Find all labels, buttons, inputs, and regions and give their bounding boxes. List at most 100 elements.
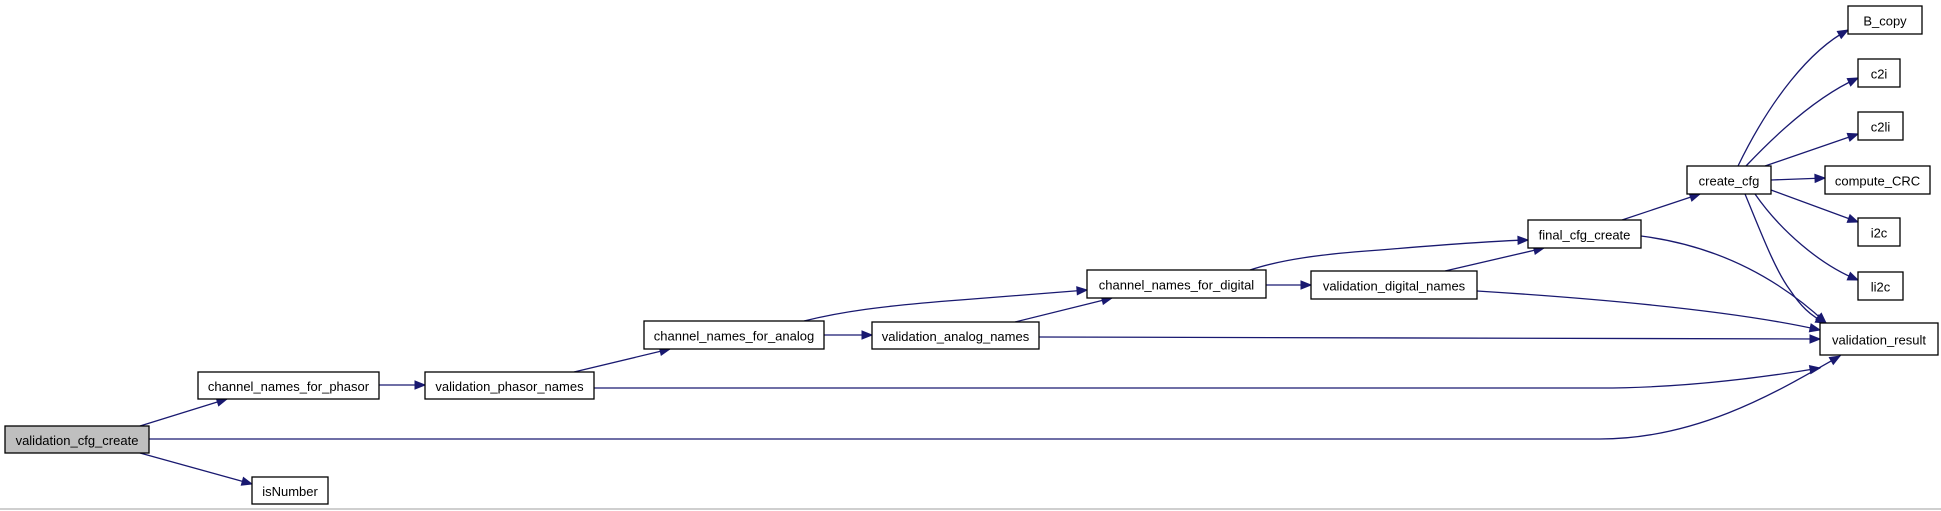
edge-line	[149, 355, 1841, 440]
node-box	[1086, 269, 1267, 299]
edge-arrowhead	[1300, 280, 1313, 290]
node-box	[424, 371, 595, 400]
edge-channel_names_for_phasor-to-validation_phasor_names	[379, 380, 427, 390]
edge-create_cfg-to-i2c	[1770, 189, 1860, 223]
edge-line	[1640, 235, 1827, 324]
node-label: validation_phasor_names	[435, 379, 584, 394]
edge-arrowhead	[1846, 271, 1860, 281]
node-label: B_copy	[1863, 14, 1907, 29]
node-i2c[interactable]: i2c	[1857, 217, 1901, 247]
edge-line	[1744, 193, 1827, 324]
node-channel_names_for_digital[interactable]: channel_names_for_digital	[1086, 269, 1267, 299]
node-isNumber[interactable]: isNumber	[251, 476, 329, 505]
node-label: validation_result	[1832, 333, 1926, 348]
edge-final_cfg_create-to-validation_result	[1640, 235, 1827, 324]
edge-line	[1737, 29, 1849, 167]
node-label: c2li	[1871, 120, 1891, 135]
node-label: channel_names_for_phasor	[208, 379, 370, 394]
edge-arrowhead	[1076, 286, 1089, 296]
node-box	[251, 476, 329, 505]
edge-channel_names_for_analog-to-channel_names_for_digital	[803, 286, 1089, 322]
node-box	[1819, 322, 1939, 356]
node-B_copy[interactable]: B_copy	[1847, 5, 1923, 35]
node-box	[1847, 5, 1923, 35]
node-box	[1686, 165, 1772, 195]
node-label: isNumber	[262, 484, 318, 499]
edge-line	[803, 289, 1088, 322]
node-validation_cfg_create[interactable]: validation_cfg_create	[4, 425, 150, 454]
node-c2li[interactable]: c2li	[1857, 111, 1904, 141]
node-box	[1857, 111, 1904, 141]
node-box	[1857, 271, 1904, 301]
edge-arrowhead	[861, 330, 874, 340]
edge-line	[1444, 247, 1545, 272]
edge-validation_cfg_create-to-isNumber	[139, 452, 254, 486]
node-box	[4, 425, 150, 454]
edge-arrowhead	[1808, 365, 1822, 375]
edge-channel_names_for_analog-to-validation_analog_names	[824, 330, 874, 340]
edge-create_cfg-to-validation_result	[1744, 193, 1828, 324]
bottom-divider	[0, 508, 1941, 510]
edge-arrowhead	[1828, 355, 1842, 366]
node-compute_CRC[interactable]: compute_CRC	[1824, 165, 1931, 195]
edge-line	[573, 348, 671, 373]
edge-validation_analog_names-to-channel_names_for_digital	[1014, 295, 1114, 323]
edge-validation_phasor_names-to-validation_result	[594, 365, 1822, 389]
node-label: channel_names_for_digital	[1099, 278, 1254, 293]
edge-validation_cfg_create-to-validation_result	[149, 355, 1842, 440]
edges-layer	[139, 29, 1860, 486]
edge-line	[1764, 133, 1859, 167]
edge-line	[1754, 193, 1859, 281]
node-label: final_cfg_create	[1539, 228, 1631, 243]
edge-create_cfg-to-li2c	[1754, 193, 1860, 281]
edge-validation_digital_names-to-final_cfg_create	[1444, 245, 1546, 272]
edge-arrowhead	[414, 380, 427, 390]
node-create_cfg[interactable]: create_cfg	[1686, 165, 1772, 195]
edge-arrowhead	[1517, 235, 1530, 246]
node-validation_phasor_names[interactable]: validation_phasor_names	[424, 371, 595, 400]
edge-line	[1621, 193, 1701, 221]
edge-arrowhead	[1846, 77, 1860, 87]
node-box	[1824, 165, 1931, 195]
edge-final_cfg_create-to-create_cfg	[1621, 192, 1702, 221]
node-box	[1527, 219, 1642, 249]
node-label: i2c	[1871, 226, 1888, 241]
node-validation_digital_names[interactable]: validation_digital_names	[1310, 270, 1478, 300]
node-label: c2i	[1871, 67, 1888, 82]
edge-arrowhead	[1846, 132, 1860, 142]
node-validation_result[interactable]: validation_result	[1819, 322, 1939, 356]
edge-line	[1014, 297, 1113, 323]
edge-line	[594, 367, 1821, 389]
node-box	[643, 320, 825, 350]
edge-validation_analog_names-to-validation_result	[1038, 334, 1822, 344]
node-validation_analog_names[interactable]: validation_analog_names	[871, 321, 1040, 350]
edge-validation_digital_names-to-validation_result	[1476, 290, 1822, 333]
node-label: channel_names_for_analog	[654, 329, 814, 344]
edge-line	[1249, 239, 1529, 271]
edge-validation_cfg_create-to-channel_names_for_phasor	[139, 397, 229, 427]
node-final_cfg_create[interactable]: final_cfg_create	[1527, 219, 1642, 249]
edge-arrowhead	[1809, 334, 1822, 344]
edge-arrowhead	[1808, 323, 1822, 333]
node-box	[1857, 58, 1901, 88]
edge-line	[1745, 77, 1859, 167]
node-c2i[interactable]: c2i	[1857, 58, 1901, 88]
node-li2c[interactable]: li2c	[1857, 271, 1904, 301]
node-label: create_cfg	[1699, 174, 1760, 189]
edge-arrowhead	[240, 476, 254, 486]
edge-arrowhead	[1846, 213, 1860, 223]
edge-create_cfg-to-B_copy	[1737, 29, 1850, 167]
edge-create_cfg-to-c2li	[1764, 132, 1860, 167]
node-channel_names_for_analog[interactable]: channel_names_for_analog	[643, 320, 825, 350]
edge-channel_names_for_digital-to-validation_digital_names	[1266, 280, 1313, 290]
node-label: compute_CRC	[1835, 174, 1920, 189]
nodes-layer: validation_cfg_create channel_names_for_p…	[4, 5, 1939, 505]
node-label: li2c	[1871, 280, 1891, 295]
node-channel_names_for_phasor[interactable]: channel_names_for_phasor	[197, 371, 380, 400]
node-label: validation_digital_names	[1323, 279, 1466, 294]
node-label: validation_analog_names	[882, 329, 1030, 344]
edge-channel_names_for_digital-to-final_cfg_create	[1249, 235, 1530, 271]
edge-line	[139, 398, 228, 427]
edge-arrowhead	[1814, 173, 1827, 184]
